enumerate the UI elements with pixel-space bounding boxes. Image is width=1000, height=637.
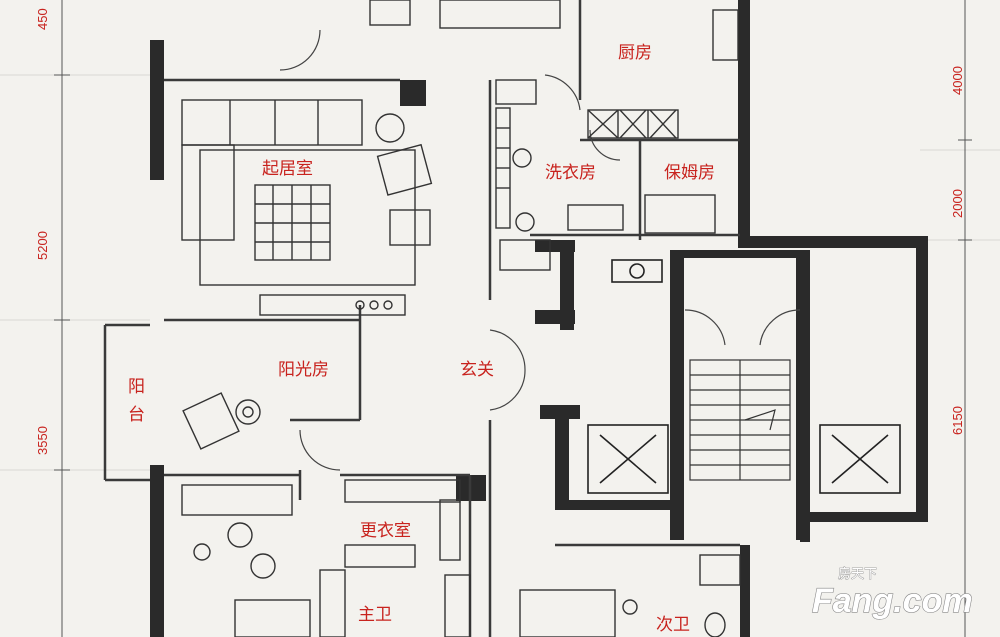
label-living-room: 起居室 [262,159,313,179]
watermark-brand: Fang.com [812,582,973,620]
label-sunroom: 阳光房 [278,360,329,380]
watermark-chinese: 房天下 [838,566,877,582]
dim-right-top: 4000 [950,66,965,95]
staircase [689,359,791,481]
dim-left-bottom: 3550 [35,426,50,455]
bath-fixtures [234,554,741,637]
dim-left-mid: 5200 [35,231,50,260]
sunroom-furniture [182,392,261,450]
label-nanny-room: 保姆房 [664,163,715,183]
dressing-fixtures [181,479,461,579]
walls [150,0,928,637]
elevators [587,259,901,494]
dimension-lines [54,0,972,637]
dim-right-bottom: 6150 [950,406,965,435]
laundry-fixtures [495,79,716,271]
label-dressing-room: 更衣室 [360,521,411,541]
label-second-bath: 次卫 [656,615,690,635]
interior-walls [103,0,740,637]
label-balcony: 阳 台 [128,377,150,425]
label-balcony-char-1: 阳 [128,377,145,397]
dim-left-top: 450 [35,8,50,30]
label-kitchen: 厨房 [618,43,652,63]
living-furniture [181,99,433,316]
label-foyer: 玄关 [460,360,494,380]
kitchen-fixtures [369,0,739,139]
label-laundry: 洗衣房 [545,163,596,183]
label-master-bath: 主卫 [358,605,392,625]
dim-right-mid: 2000 [950,189,965,218]
label-balcony-char-2: 台 [128,405,145,425]
